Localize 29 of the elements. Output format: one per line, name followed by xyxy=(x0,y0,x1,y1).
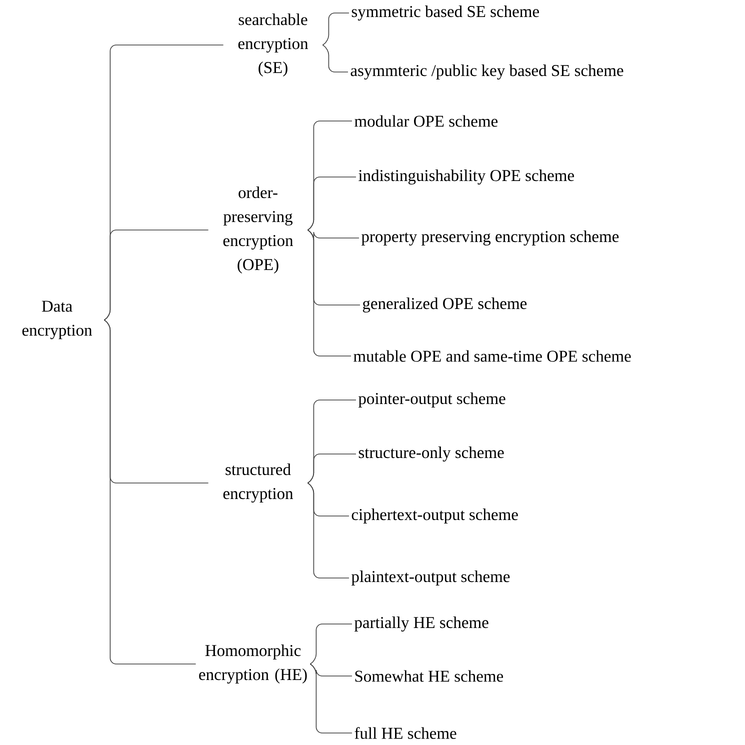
connector-line xyxy=(307,482,350,578)
scheme-label: generalized OPE scheme xyxy=(362,298,527,312)
connector-line xyxy=(310,624,352,664)
scheme-label: partially HE scheme xyxy=(354,616,488,632)
connector-line xyxy=(322,44,348,72)
connector-line xyxy=(104,320,196,664)
connector-line xyxy=(322,12,350,46)
connector-line xyxy=(307,176,356,230)
connector-line xyxy=(104,230,209,320)
scheme-label: mutable OPE and same-time OPE scheme xyxy=(354,350,631,362)
scheme-label: plaintext-output scheme xyxy=(351,570,510,586)
scheme-label: Somewhat HE scheme xyxy=(355,670,503,682)
scheme-label: asymmteric /public key based SE scheme xyxy=(350,64,624,80)
connector-line xyxy=(307,230,352,356)
scheme-label: property preserving encryption scheme xyxy=(361,230,619,246)
scheme-label: indistinguishability OPE scheme xyxy=(358,170,574,184)
category-label: searchable encryption (SE) xyxy=(238,14,308,76)
scheme-label: full HE scheme xyxy=(354,727,456,739)
connector-line xyxy=(307,454,356,484)
scheme-label: symmetric based SE scheme xyxy=(352,6,539,20)
category-label: order-preserving encryption (OPE) xyxy=(223,186,294,274)
scheme-label: modular OPE scheme xyxy=(354,115,498,127)
root-label: Data encryption xyxy=(22,300,92,340)
category-label: structured encryption xyxy=(223,464,294,502)
scheme-label: pointer-output scheme xyxy=(358,392,506,408)
connector-line xyxy=(310,664,352,734)
scheme-label: ciphertext-output scheme xyxy=(352,508,518,524)
category-label: Homomorphic encryption (HE) xyxy=(199,644,307,684)
scheme-label: structure-only scheme xyxy=(358,446,504,462)
